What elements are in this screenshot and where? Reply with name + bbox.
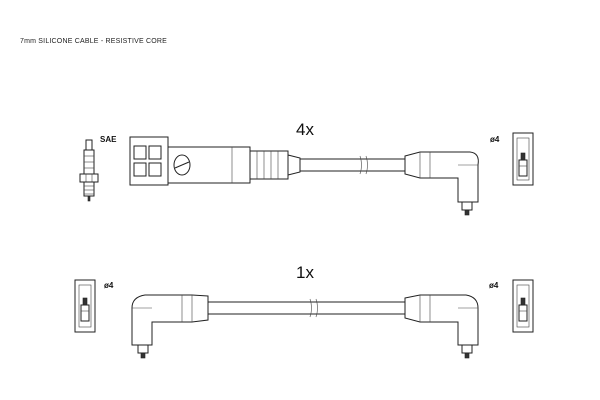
cable-bottom: [208, 298, 405, 318]
header-title: 7mm SILICONE CABLE - RESISTIVE CORE: [20, 38, 167, 45]
angled-plug-boot-bottom-left: [131, 294, 209, 359]
straight-distributor-boot: [129, 136, 301, 186]
sae-label: SAE: [100, 135, 117, 144]
terminal-bottom-right: [512, 279, 534, 333]
cable-quantity-bottom: 1x: [296, 263, 314, 282]
terminal-top-right: [512, 132, 534, 186]
angled-plug-boot-top: [404, 151, 479, 216]
angled-plug-boot-bottom-right: [404, 294, 479, 359]
terminal-diameter-label-bottom-right: ø4: [489, 281, 499, 290]
spark-plug-icon: [79, 139, 99, 202]
terminal-diameter-label-bottom-left: ø4: [104, 281, 114, 290]
cable-quantity-top: 4x: [296, 120, 314, 139]
terminal-diameter-label-top: ø4: [490, 135, 500, 144]
cable-top: [300, 155, 405, 175]
terminal-bottom-left: [74, 279, 96, 333]
